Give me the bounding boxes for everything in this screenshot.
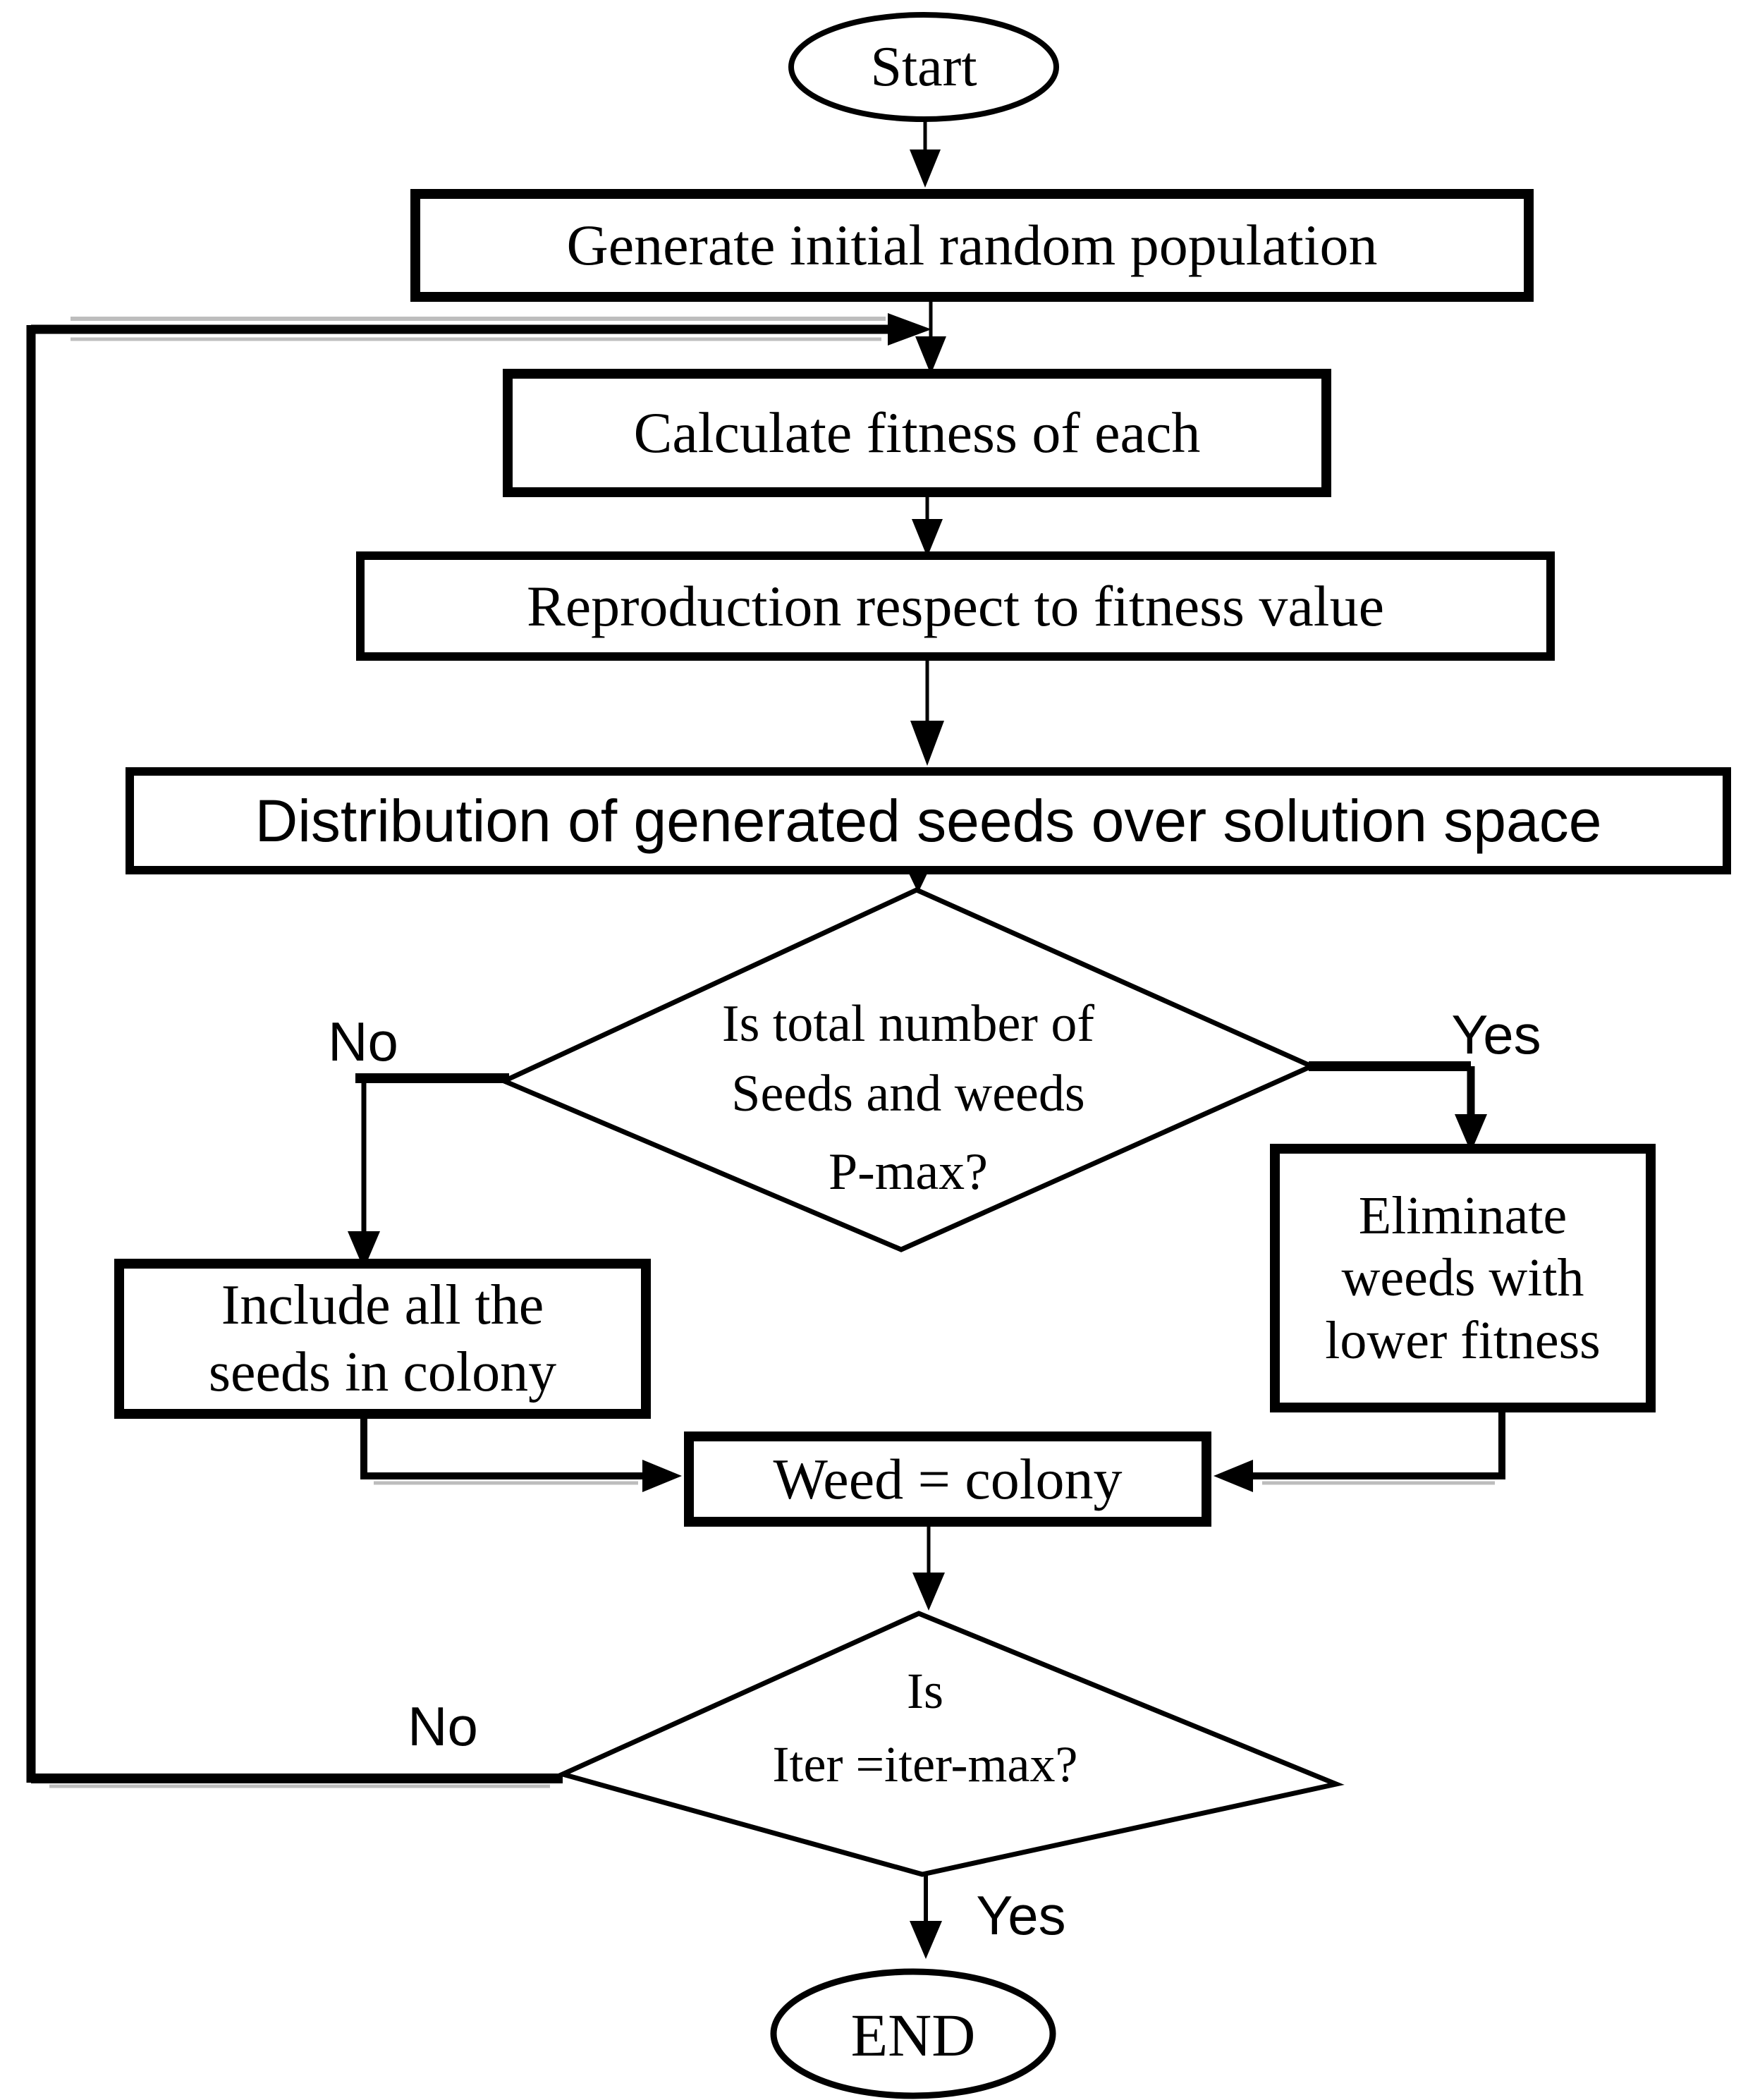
process-eliminate-weeds-line2: weeds with bbox=[1341, 1248, 1584, 1308]
process-include-seeds-line1: Include all the bbox=[221, 1274, 544, 1337]
edge-label-pmax-yes: Yes bbox=[1451, 1003, 1541, 1066]
process-reproduction: Reproduction respect to fitness value bbox=[356, 551, 1555, 661]
oval-outline-end bbox=[770, 1968, 1056, 2099]
process-reproduction-label: Reproduction respect to fitness value bbox=[527, 573, 1384, 638]
process-distribution-label: Distribution of generated seeds over sol… bbox=[255, 787, 1602, 854]
arrowhead-pmax-no bbox=[348, 1231, 380, 1269]
arrowhead-pmax-yes bbox=[1455, 1114, 1487, 1152]
process-generate-population-label: Generate initial random population bbox=[566, 213, 1378, 277]
process-eliminate-weeds-line1: Eliminate bbox=[1358, 1186, 1567, 1246]
terminator-start-label: Start bbox=[870, 36, 977, 98]
arrowhead-generate-to-calculate bbox=[915, 336, 946, 374]
decision-pmax-line1: Is total number of bbox=[721, 995, 1095, 1053]
arrowhead-start-to-generate bbox=[910, 149, 941, 188]
arrowhead-eliminate-to-weedcolony bbox=[1214, 1460, 1253, 1492]
decision-iter-line1: Is bbox=[907, 1663, 943, 1719]
decision-iter-line2: Iter =iter-max? bbox=[772, 1736, 1078, 1793]
decision-pmax-line2: Seeds and weeds bbox=[731, 1065, 1085, 1123]
process-weed-colony-label: Weed = colony bbox=[773, 1446, 1123, 1511]
diamond-outline-pmax bbox=[498, 887, 1318, 1252]
process-eliminate-weeds: Eliminate weeds with lower fitness bbox=[1270, 1144, 1656, 1412]
process-include-seeds: Include all the seeds in colony bbox=[114, 1259, 651, 1419]
edge-label-pmax-no: No bbox=[328, 1011, 398, 1073]
terminator-end-label: END bbox=[850, 2001, 976, 2069]
diamond-outline-iter bbox=[555, 1611, 1345, 1877]
arrowhead-weedcolony-to-iter bbox=[912, 1573, 945, 1611]
process-weed-colony: Weed = colony bbox=[684, 1431, 1211, 1527]
decision-pmax-line3: P-max? bbox=[828, 1143, 989, 1201]
edge-label-iter-yes: Yes bbox=[976, 1884, 1066, 1946]
process-generate-population: Generate initial random population bbox=[410, 189, 1534, 302]
process-eliminate-weeds-line3: lower fitness bbox=[1325, 1310, 1601, 1370]
arrowhead-feedback-join bbox=[888, 313, 931, 346]
process-calculate-fitness: Calculate fitness of each bbox=[503, 369, 1331, 497]
process-distribution: Distribution of generated seeds over sol… bbox=[126, 767, 1731, 874]
process-calculate-fitness-label: Calculate fitness of each bbox=[633, 401, 1201, 465]
process-include-seeds-line2: seeds in colony bbox=[208, 1341, 557, 1403]
arrowhead-include-to-weedcolony bbox=[642, 1460, 682, 1492]
edge-label-iter-no: No bbox=[408, 1695, 478, 1757]
arrowhead-reproduction-to-distribution bbox=[910, 721, 944, 766]
arrowhead-calculate-to-reproduction bbox=[912, 519, 943, 557]
arrowhead-iter-yes-to-end bbox=[910, 1921, 942, 1959]
